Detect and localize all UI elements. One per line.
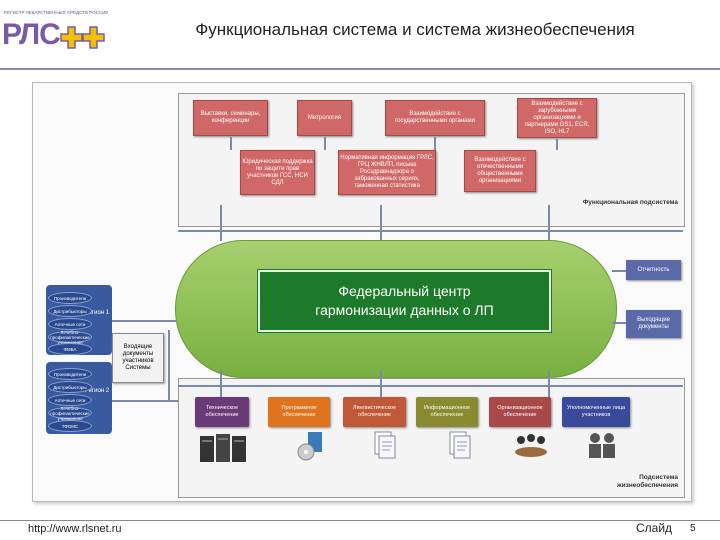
arrow-right: [112, 400, 178, 402]
legal-support-box: Юридическая поддержка по защите прав уча…: [240, 150, 315, 195]
linguistic-support-box: Лингвистическое обеспечение: [343, 397, 406, 427]
logo-tagline: РЕГИСТР ЛЕКАРСТВЕННЫХ СРЕДСТВ РОССИИ: [4, 10, 108, 15]
connector: [324, 137, 326, 150]
organizational-support-box: Организационное обеспечение: [489, 397, 551, 427]
authorized-people-icon: [589, 433, 615, 458]
outgoing-documents-box: Выходящие документы: [626, 310, 681, 338]
region-2-label: Регион 2: [84, 388, 110, 394]
document-icon: [374, 431, 396, 459]
page-title: Функциональная система и система жизнеоб…: [195, 20, 635, 39]
arrow-right: [112, 320, 176, 322]
connector: [230, 137, 232, 150]
header-divider: [0, 68, 720, 70]
region-2-participant: Лечебно-профилактические учреждения: [48, 406, 92, 421]
region-1-participant: Аптечные сети: [48, 318, 92, 330]
arrow-down: [548, 205, 550, 241]
normative-info-box: Нормативная информация ГРЛС, ГРЦ ЖНВЛП, …: [338, 150, 436, 195]
slide-number: 5: [690, 523, 696, 534]
rls-logo: РЕГИСТР ЛЕКАРСТВЕННЫХ СРЕДСТВ РОССИИ РЛС: [0, 4, 110, 62]
incoming-documents-box: Входящие документы участников Системы: [112, 333, 164, 383]
functional-subsystem-label: Функциональная подсистема: [582, 199, 678, 206]
arrow-right: [612, 322, 626, 324]
government-interaction-box: Взаимодействие с государственными органа…: [385, 100, 485, 136]
technical-support-box: Техническое обеспечение: [195, 397, 249, 427]
region-1-label: Регион 1: [84, 310, 110, 316]
arrow-down: [380, 205, 382, 241]
information-support-box: Информационное обеспечение: [416, 397, 478, 427]
region-1-participant: Производители: [48, 292, 92, 304]
arrow-down: [220, 205, 222, 241]
bus-line-top: [178, 230, 683, 232]
region-1-participant: ФМБА: [48, 343, 92, 355]
foreign-partners-box: Взаимодействие с зарубежными организация…: [517, 98, 597, 138]
region-2-participant: ТФОМС: [48, 420, 92, 432]
arrow-up: [220, 370, 222, 397]
software-box-icon: [297, 432, 322, 461]
region-2-participant: Производители: [48, 368, 92, 380]
connector: [168, 330, 170, 402]
meeting-people-icon: [515, 434, 547, 457]
footer-url[interactable]: http://www.rlsnet.ru: [28, 523, 122, 535]
bus-line-bottom: [178, 385, 683, 387]
federal-center-subtitle: гармонизации данных о ЛП: [315, 302, 494, 318]
arrow-up: [548, 370, 550, 397]
servers-icon: [200, 434, 246, 462]
logo-crosses-icon: [60, 26, 105, 49]
connector: [556, 139, 558, 150]
information-document-icon: [449, 431, 471, 459]
slide-label: Слайд: [636, 521, 673, 535]
region-2-participant: Дистрибьюторы: [48, 381, 92, 393]
arrow-up: [380, 370, 382, 397]
region-1-participant: Дистрибьюторы: [48, 305, 92, 317]
arrow-right: [612, 270, 626, 272]
footer-divider: [0, 520, 720, 521]
authorized-persons-box: Уполномоченные лица участников: [562, 397, 630, 427]
software-support-box: Программное обеспечение: [268, 397, 330, 427]
region-2-participant: Аптечные сети: [48, 394, 92, 406]
federal-center-title: Федеральный центр: [338, 283, 471, 299]
region-1-participant: Лечебно-профилактические учреждения: [48, 330, 92, 345]
federal-center-box: Федеральный центр гармонизации данных о …: [257, 269, 552, 333]
reports-box: Отчетность: [626, 260, 681, 280]
domestic-organizations-box: Взаимодействие с отечественными обществе…: [464, 150, 536, 192]
logo-text: РЛС: [2, 18, 61, 51]
life-support-subsystem-label: Подсистема жизнеобеспечения: [617, 474, 678, 489]
exhibitions-box: Выставки, семинары, конференции: [193, 100, 268, 136]
metrology-box: Метрология: [297, 100, 352, 136]
connector: [434, 137, 436, 150]
